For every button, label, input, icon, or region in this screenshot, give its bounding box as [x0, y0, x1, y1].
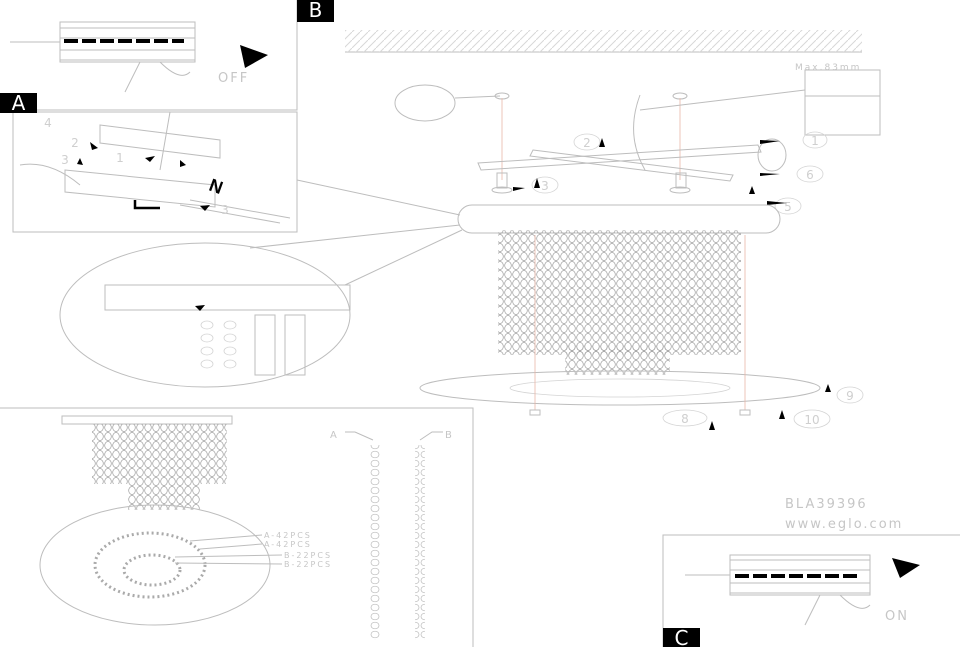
- crystal-legend-item: A-42PCS: [264, 540, 312, 549]
- website: www.eglo.com: [785, 517, 903, 532]
- panel-a-label: A: [0, 93, 37, 113]
- callout: 4: [44, 116, 52, 130]
- callout: 3: [541, 179, 549, 193]
- callout: 1: [811, 134, 819, 148]
- callout: 6: [806, 168, 814, 182]
- crystal-legend-item: A-42PCS: [264, 531, 312, 540]
- max-dimension-label: Max.83mm: [795, 63, 861, 73]
- switch-arrow-icon: [892, 558, 920, 578]
- switch-arrow-icon: [240, 45, 268, 68]
- crystal-legend-item: B-22PCS: [284, 551, 332, 560]
- outer-crystal-tier: [498, 230, 741, 355]
- chandelier-body: [419, 204, 821, 416]
- crystal-layout-panel: A-42PCS A-42PCS B-22PCS B-22PCS A B: [0, 407, 474, 647]
- callout: 9: [846, 389, 854, 403]
- inner-crystal-tier: [565, 345, 670, 375]
- callout: 2: [583, 136, 591, 150]
- panel-c-switch-on: ON: [662, 534, 960, 647]
- panel-b-label: B: [297, 0, 334, 22]
- panel-c-label: C: [663, 628, 700, 648]
- strand-b-label: B: [445, 430, 454, 441]
- callout: 3: [221, 203, 229, 217]
- crystal-legend-item: B-22PCS: [284, 560, 332, 569]
- neutral-wire-label: N: [207, 175, 226, 198]
- callout: 5: [784, 200, 792, 214]
- mounting-bracket: Max.83mm: [394, 63, 881, 194]
- callout: 1: [116, 151, 124, 165]
- callout: 8: [681, 412, 689, 426]
- ceiling-hatch: [345, 30, 862, 53]
- decorative-ring: [419, 370, 821, 406]
- switch-off-label: OFF: [218, 71, 249, 86]
- model-number: BLA39396: [785, 497, 868, 512]
- crystal-strand-b: [415, 445, 425, 640]
- panel-b-switch-off: OFF: [0, 0, 298, 111]
- callout: 2: [71, 136, 79, 150]
- panel-a-terminal-wiring: N 4 2 3 1 3: [12, 111, 298, 233]
- main-callouts: 1 2 3 5 6 8 9 10 4: [513, 131, 864, 430]
- canopy-detail-view: [59, 179, 463, 388]
- live-wire-marker: [133, 200, 160, 210]
- terminal-block: [59, 27, 196, 61]
- callout: 10: [804, 413, 819, 427]
- callout: 3: [61, 153, 69, 167]
- strand-a-label: A: [330, 430, 339, 441]
- crystal-strand-a: [370, 445, 380, 640]
- switch-on-label: ON: [885, 609, 909, 624]
